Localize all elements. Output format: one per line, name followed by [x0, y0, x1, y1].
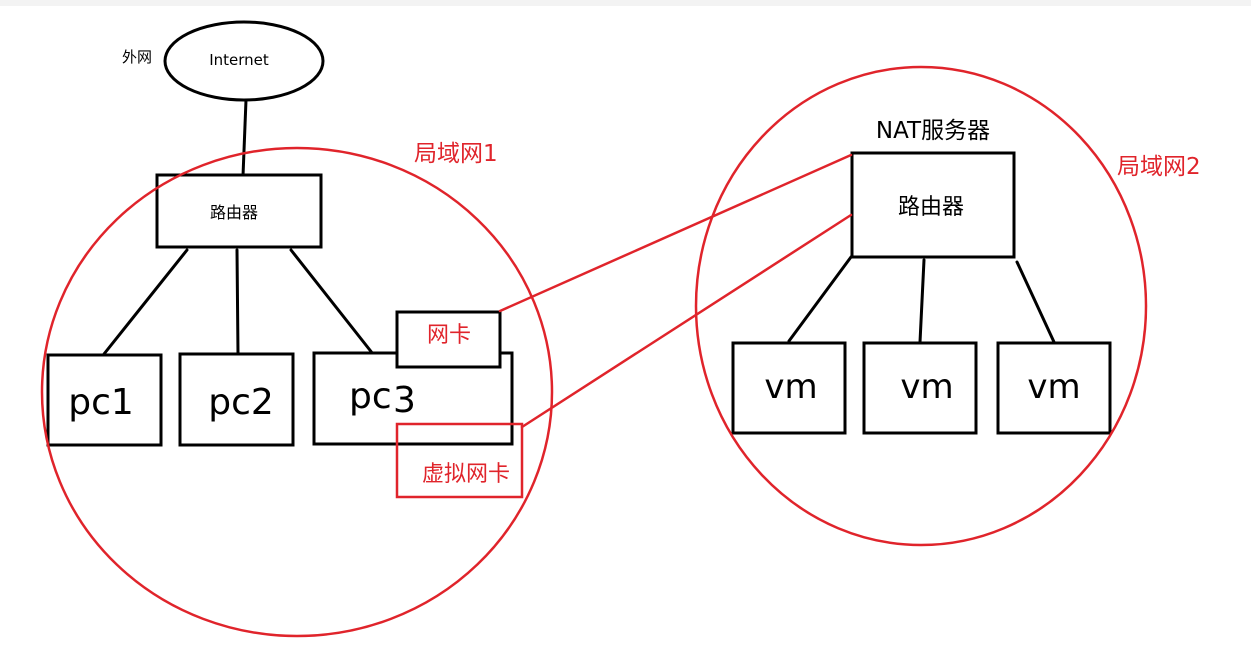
virtual-nic-to-nat-link — [520, 213, 853, 429]
nic-box — [395, 310, 502, 369]
right-router-label: 路由器 — [898, 195, 964, 220]
pc2-label: pc2 — [208, 382, 274, 423]
outer-network-label: 外网 — [122, 48, 152, 66]
pc1-box — [46, 353, 163, 447]
right-router-box — [850, 151, 1016, 259]
nic-to-nat-link — [498, 153, 853, 313]
pc3-label-prefix: pc — [349, 376, 392, 417]
pc3-label-suffix: 3 — [393, 380, 416, 421]
internet-label: Internet — [209, 51, 269, 69]
vm3-label: vm — [1027, 367, 1080, 407]
virtual-nic-box — [395, 422, 524, 499]
left-router-box — [155, 173, 323, 249]
vm3-box — [996, 341, 1112, 435]
router-pc2-link — [235, 248, 240, 356]
internet-router-link — [241, 98, 248, 178]
lan1-circle — [40, 146, 554, 638]
lan1-label: 局域网1 — [414, 141, 498, 167]
internet-ellipse — [163, 20, 325, 102]
left-router-label: 路由器 — [210, 203, 258, 222]
top-border — [0, 0, 1251, 6]
nat-server-label: NAT服务器 — [876, 118, 990, 144]
lan2-circle — [694, 65, 1148, 547]
router-pc3-link — [289, 248, 375, 356]
router-pc1-link — [102, 248, 189, 356]
lan2-label: 局域网2 — [1117, 154, 1201, 180]
vm2-box — [862, 341, 978, 435]
vm1-box — [731, 341, 847, 435]
virtual-nic-label: 虚拟网卡 — [422, 462, 510, 487]
vm2-label: vm — [900, 367, 953, 407]
vm1-label: vm — [764, 367, 817, 407]
pc1-label: pc1 — [68, 382, 134, 423]
router-vm1-link — [787, 255, 853, 343]
router-vm2-link — [918, 258, 926, 344]
nic-label: 网卡 — [427, 323, 471, 348]
router-vm3-link — [1015, 260, 1056, 344]
pc2-box — [178, 352, 295, 447]
